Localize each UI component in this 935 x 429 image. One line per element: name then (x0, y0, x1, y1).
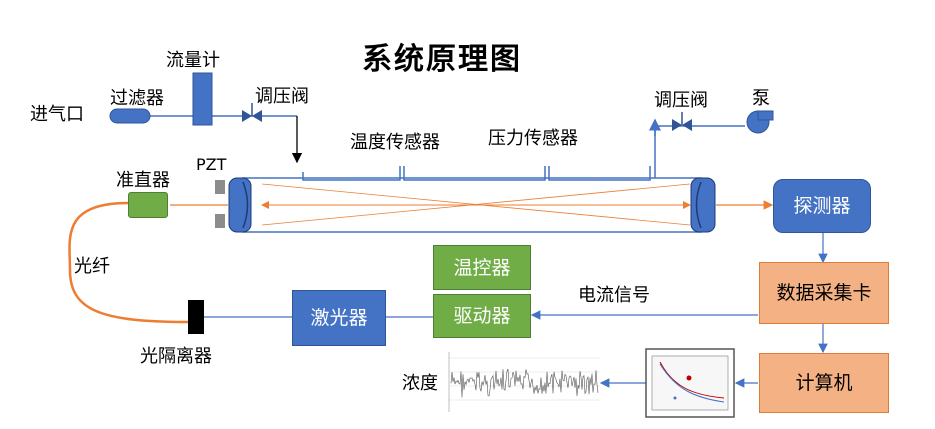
daq-block: 数据采集卡 (759, 262, 889, 324)
valve-left-icon (242, 103, 262, 122)
filter-shape (109, 108, 151, 124)
concentration-plot (448, 352, 600, 412)
isolator-label: 光隔离器 (140, 346, 212, 367)
pzt-block-top (215, 180, 225, 194)
valve-right-label: 调压阀 (654, 90, 708, 111)
valve-right-icon (672, 112, 692, 131)
collimator-label: 准直器 (116, 170, 170, 191)
pump-label: 泵 (752, 88, 770, 109)
concentration-label: 浓度 (402, 373, 438, 394)
flowmeter-shape (192, 72, 213, 126)
diagram-title: 系统原理图 (362, 42, 522, 77)
inlet-label: 进气口 (30, 104, 84, 125)
fiber-path (68, 201, 189, 324)
current-signal-label: 电流信号 (578, 285, 650, 306)
pzt-block-bottom (215, 214, 225, 228)
mirror-right (690, 177, 716, 233)
isolator-shape (188, 300, 204, 334)
pressure-sensor-label: 压力传感器 (488, 128, 578, 149)
detector-block: 探测器 (773, 179, 871, 233)
valve-left-label: 调压阀 (255, 86, 309, 107)
temp-sensor-label: 温度传感器 (350, 132, 440, 153)
driver-block: 驱动器 (433, 294, 531, 338)
flowmeter-label: 流量计 (166, 50, 220, 71)
pump-icon (746, 110, 774, 134)
pzt-label: PZT (196, 155, 227, 174)
computer-block: 计算机 (759, 353, 889, 413)
laser-block: 激光器 (292, 290, 386, 346)
spectrum-thumbnail (645, 348, 735, 418)
fiber-label: 光纤 (74, 256, 110, 277)
filter-label: 过滤器 (110, 88, 164, 109)
collimator-block (128, 192, 168, 218)
temp-controller-block: 温控器 (433, 245, 531, 290)
